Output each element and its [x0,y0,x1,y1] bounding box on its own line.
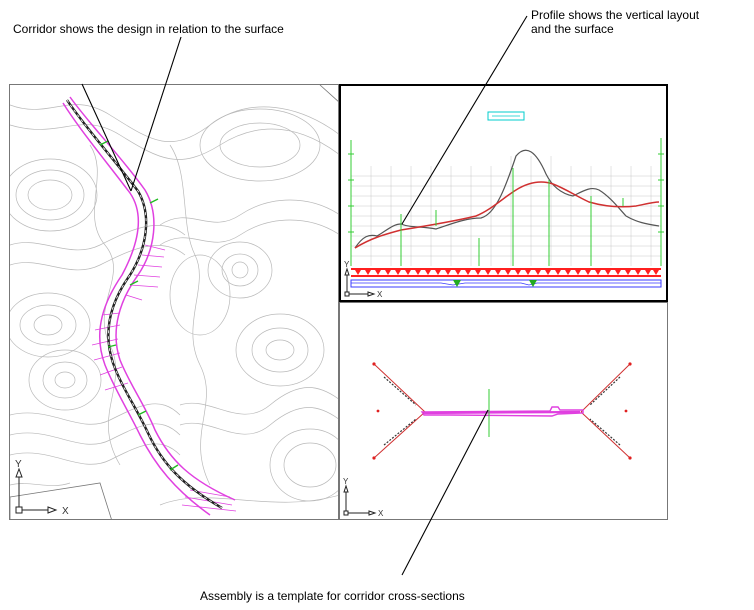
assembly-lanes [420,406,584,417]
assembly-view: Y X [339,302,668,520]
profile-axis-y: Y [344,260,350,269]
map-boundary-edge [319,85,338,102]
assembly-nodes [372,362,632,460]
profile-grid [351,156,661,266]
section-axis-x: X [378,509,384,518]
assembly-caption: Assembly is a template for corridor cros… [200,589,465,603]
profile-vertical-lines [350,138,662,266]
map-boundary-corner [10,482,112,519]
plan-axis-y: Y [15,459,22,470]
profile-view: Y X [339,84,668,302]
ucs-icon [15,467,58,514]
design-profile [354,181,660,249]
section-axis-y: Y [343,477,349,486]
profile-axis-x: X [377,290,383,299]
surface-contours [10,104,338,506]
corridor-caption: Corridor shows the design in relation to… [13,22,284,36]
section-ucs-icon [343,484,377,516]
elevation-ticks [348,153,664,233]
profile-caption-line1: Profile shows the vertical layout [531,8,700,22]
assembly-slope-labels [383,376,621,446]
corridor-centerline [66,99,223,509]
plan-view: Y X [9,84,339,520]
station-markers [351,268,661,277]
profile-band [350,279,662,288]
corridor-left-edge [62,102,211,516]
corridor-hatch [91,244,237,512]
plan-axis-x: X [62,506,69,517]
corridor-alignment [66,99,223,510]
profile-ucs-icon [344,267,376,297]
profile-caption-line2: and the surface [531,22,614,36]
